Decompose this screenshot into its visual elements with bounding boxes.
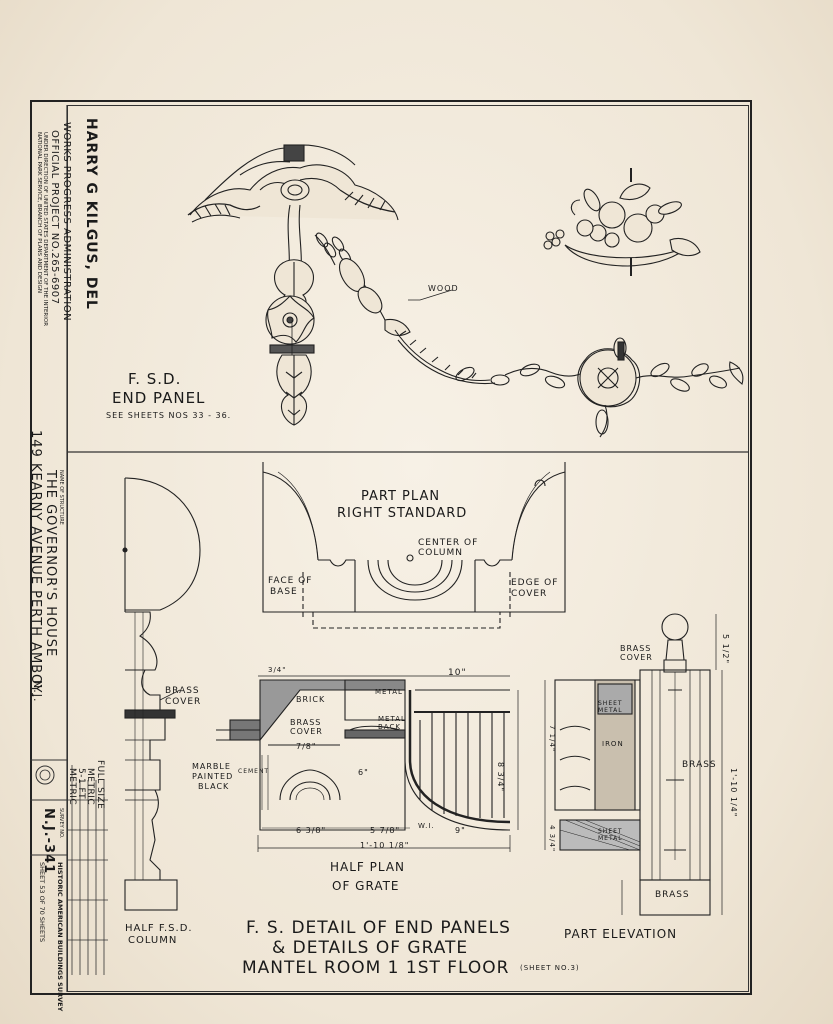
half-plan-caption-1: HALF PLAN [330,860,406,874]
project-number: OFFICIAL PROJECT NO.265-6907 [49,130,60,305]
end-panel-carving [187,144,744,438]
outer-border [30,100,752,995]
elev-dim-top: 5 1/2" [721,634,730,665]
scale-bars [68,765,108,975]
grate-dim-right: 8 3/4" [496,762,505,793]
survey-seal-icon [35,765,55,785]
wi-label: W.I. [418,822,435,830]
grate-dim-total: 1'-10 1/8" [360,841,410,850]
fruit-basket-carving [543,168,701,276]
marble-label-2: PAINTED [192,772,234,781]
grate-dim-top: 10" [448,668,467,678]
structure-caption: NAME OF STRUCTURE [58,470,64,525]
part-plan-title: PART PLAN [361,489,441,504]
grate-dim-63: 6 3/8" [296,826,327,835]
sheet-reference: (SHEET NO.3) [520,964,580,972]
scale-metric-2: METRIC [67,768,77,806]
half-plan-drawing [216,675,519,852]
part-plan-subtitle: RIGHT STANDARD [337,506,468,521]
column-caption-2: COLUMN [128,935,178,946]
column-caption-1: HALF F.S.D. [125,923,193,934]
survey-name: HISTORIC AMERICAN BUILDINGS SURVEY [56,862,64,1012]
structure-address: 149 KEARNY AVENUE PERTH AMBOY, [28,430,43,699]
grate-dim-6: 6" [358,768,369,777]
end-panel-title: F. S.D. [128,370,182,388]
part-elevation-drawing [544,613,723,916]
elev-brass-base: BRASS [655,890,690,900]
survey-no-caption: SURVEY NO. [58,808,64,839]
scale-metric-1: METRIC [85,768,95,806]
sheet-title-line3: MANTEL ROOM 1 1ST FLOOR [242,958,510,978]
state-abbr: N.J. [31,680,44,703]
sheet-title-line1: F. S. DETAIL OF END PANELS [246,918,511,938]
marble-label-1: MARBLE [192,762,231,771]
sheet-metal-top: SHEET METAL [598,700,623,714]
wood-label: WOOD [428,284,459,293]
iron-label: IRON [602,740,624,748]
part-plan-drawing [262,462,566,629]
metal-back-label: METAL BACK [378,715,406,731]
sheet-metal-bottom: SHEET METAL [598,828,623,842]
brick-label: BRICK [296,695,326,704]
cement-label: CEMENT [238,768,270,775]
end-panel-note: SEE SHEETS NOS 33 - 36. [106,411,232,420]
elev-dim-low: 4 3/4" [548,825,556,853]
center-label-2: COLUMN [418,548,464,558]
half-column-drawing [122,477,201,911]
agency-name: WORKS PROGRESS ADMINISTRATION [61,122,72,322]
metal-label: METAL [375,688,403,696]
elev-dim-height: 1'-10 1/4" [729,768,738,818]
edge-label-2: COVER [511,589,548,599]
delineator-name: HARRY G KILGUS, DEL [83,118,99,310]
half-plan-caption-2: OF GRATE [332,879,400,893]
column-brass-cover: BRASS COVER [165,686,202,707]
grate-brass-cover: BRASS COVER [290,718,323,736]
scale-ratio: 5-1 FT [76,768,86,800]
grate-dim-78: 7/8" [296,742,317,751]
end-panel-subtitle: END PANEL [112,389,206,407]
elev-brass-cover: BRASS COVER [620,644,653,662]
grate-dim-58: 5 7/8" [370,826,401,835]
service-text: NATIONAL PARK SERVICE, BRANCH OF PLANS A… [36,132,42,293]
center-label-1: CENTER OF [418,538,479,548]
auspices-text: UNDER DIRECTION OF UNITED STATES DEPARTM… [42,132,48,327]
structure-name: THE GOVERNOR'S HOUSE [43,470,58,658]
face-label-1: FACE OF [268,576,313,586]
elev-brass-mid: BRASS [682,760,717,770]
part-elevation-caption: PART ELEVATION [564,927,678,941]
elev-dim-left: 7 1/4" [548,725,556,753]
sheet-info: SHEET 53 OF 70 SHEETS [38,862,46,943]
sheet-title-line2: & DETAILS OF GRATE [272,938,469,958]
grate-dim-9: 9" [455,826,466,835]
scale-full-size: FULL SIZE [95,760,105,810]
edge-label-1: EDGE OF [511,578,559,588]
face-label-2: BASE [270,587,298,597]
grate-dim-34: 3/4" [268,666,287,674]
marble-label-3: BLACK [198,782,230,791]
